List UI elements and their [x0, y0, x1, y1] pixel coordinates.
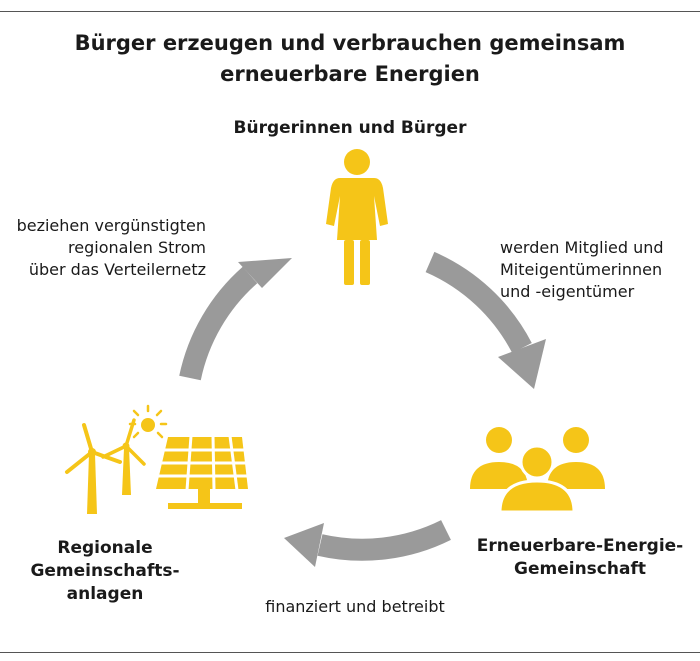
top-rule: [0, 11, 700, 12]
wind-solar-icon: [65, 404, 248, 514]
node-label-citizens: Bürgerinnen und Bürger: [233, 118, 467, 138]
sun-icon: [128, 404, 168, 439]
group-icon: [470, 427, 605, 514]
edge-caption-line: Miteigentümerinnen: [500, 260, 663, 279]
arrow-citizens-to-community: [425, 251, 546, 389]
edge-caption-line: regionalen Strom: [68, 238, 206, 257]
edge-caption-citizens-to-community: werden Mitglied und Miteigentümerinnen u…: [500, 237, 700, 303]
arrow-community-to-plants: [284, 520, 451, 567]
edge-caption-plants-to-citizens: beziehen vergünstigten regionalen Strom …: [0, 215, 206, 281]
edge-caption-line: finanziert und betreibt: [265, 597, 445, 616]
cycle-arrows: [179, 251, 546, 567]
solar-panel-icon: [156, 435, 248, 509]
community-label-line-1: Erneuerbare-Energie-: [476, 536, 684, 556]
edge-caption-line: und -eigentümer: [500, 282, 635, 301]
wind-turbine-right-icon: [101, 418, 146, 495]
node-label-plants: Regionale Gemeinschafts- anlagen: [0, 537, 210, 606]
bottom-rule: [0, 652, 700, 653]
title-line-1: Bürger erzeugen und verbrauchen gemeinsa…: [74, 31, 626, 55]
plants-label-line-3: anlagen: [66, 584, 144, 604]
arrow-plants-to-citizens: [179, 258, 292, 381]
community-label-line-2: Gemeinschaft: [514, 559, 646, 579]
edge-caption-line: beziehen vergünstigten: [16, 216, 206, 235]
diagram-title: Bürger erzeugen und verbrauchen gemeinsa…: [0, 28, 700, 90]
node-label-community: Erneuerbare-Energie- Gemeinschaft: [460, 535, 700, 581]
person-icon: [326, 149, 388, 285]
wind-turbine-left-icon: [65, 423, 122, 514]
title-line-2: erneuerbare Energien: [220, 62, 480, 86]
edge-caption-line: über das Verteilernetz: [28, 260, 206, 279]
plants-label-line-1: Regionale: [57, 538, 153, 558]
plants-label-line-2: Gemeinschafts-: [30, 561, 180, 581]
edge-caption-line: werden Mitglied und: [500, 238, 664, 257]
edge-caption-community-to-plants: finanziert und betreibt: [210, 596, 500, 618]
